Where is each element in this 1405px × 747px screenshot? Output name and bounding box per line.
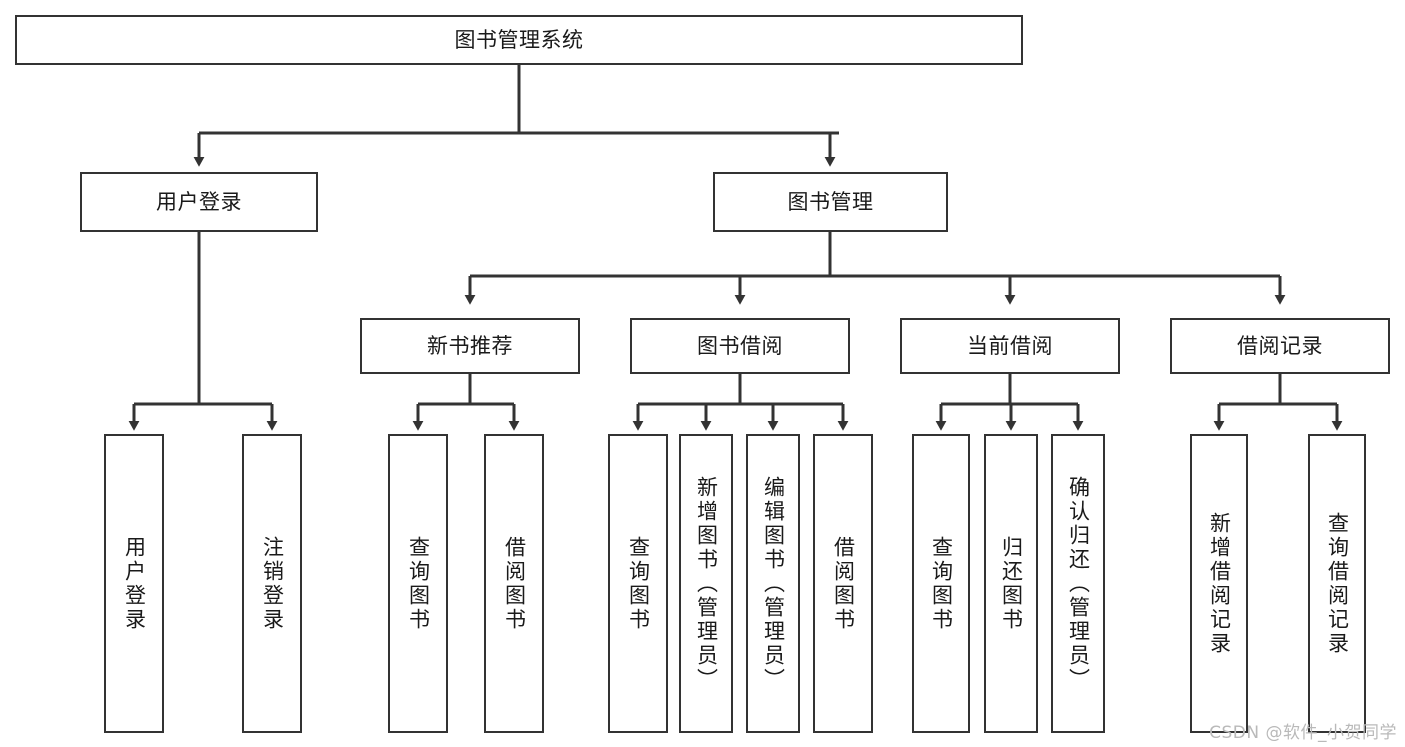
node-user-login[interactable]: 用户登录: [80, 172, 318, 232]
node-user-login-label: 用户登录: [156, 189, 242, 214]
leaf-add-book-admin-label: 新增图书（管理员）: [694, 475, 719, 692]
leaf-add-book-admin[interactable]: 新增图书（管理员）: [679, 434, 733, 733]
leaf-query-borrow-record-label: 查询借阅记录: [1325, 511, 1350, 656]
leaf-user-login[interactable]: 用户登录: [104, 434, 164, 733]
leaf-query-book-rec[interactable]: 查询图书: [388, 434, 448, 733]
leaf-logout-label: 注销登录: [260, 535, 285, 632]
node-new-book-recommend[interactable]: 新书推荐: [360, 318, 580, 374]
leaf-borrow-book-rec-label: 借阅图书: [502, 535, 527, 632]
node-borrow-record-label: 借阅记录: [1237, 333, 1323, 358]
node-borrow-record[interactable]: 借阅记录: [1170, 318, 1390, 374]
leaf-query-book-borrow[interactable]: 查询图书: [608, 434, 668, 733]
node-new-book-recommend-label: 新书推荐: [427, 333, 513, 358]
leaf-borrow-book-label: 借阅图书: [831, 535, 856, 632]
leaf-query-borrow-record[interactable]: 查询借阅记录: [1308, 434, 1366, 733]
watermark-text: CSDN @软件_小贺同学: [1209, 723, 1397, 743]
leaf-query-book-borrow-label: 查询图书: [626, 535, 651, 632]
leaf-confirm-return-admin[interactable]: 确认归还（管理员）: [1051, 434, 1105, 733]
leaf-edit-book-admin[interactable]: 编辑图书（管理员）: [746, 434, 800, 733]
leaf-query-book-rec-label: 查询图书: [406, 535, 431, 632]
node-book-management-label: 图书管理: [787, 189, 874, 214]
leaf-borrow-book[interactable]: 借阅图书: [813, 434, 873, 733]
leaf-confirm-return-admin-label: 确认归还（管理员）: [1066, 475, 1091, 692]
node-root[interactable]: 图书管理系统: [15, 15, 1023, 65]
leaf-query-book-current[interactable]: 查询图书: [912, 434, 970, 733]
leaf-user-login-label: 用户登录: [122, 535, 147, 632]
leaf-borrow-book-rec[interactable]: 借阅图书: [484, 434, 544, 733]
leaf-return-book-label: 归还图书: [999, 535, 1024, 632]
leaf-add-borrow-record[interactable]: 新增借阅记录: [1190, 434, 1248, 733]
leaf-edit-book-admin-label: 编辑图书（管理员）: [761, 475, 786, 692]
node-current-borrow-label: 当前借阅: [967, 333, 1053, 358]
node-root-label: 图书管理系统: [454, 27, 584, 52]
leaf-query-book-current-label: 查询图书: [929, 535, 954, 632]
node-book-management[interactable]: 图书管理: [713, 172, 948, 232]
leaf-logout[interactable]: 注销登录: [242, 434, 302, 733]
node-current-borrow[interactable]: 当前借阅: [900, 318, 1120, 374]
node-book-borrow[interactable]: 图书借阅: [630, 318, 850, 374]
leaf-return-book[interactable]: 归还图书: [984, 434, 1038, 733]
leaf-add-borrow-record-label: 新增借阅记录: [1207, 511, 1232, 656]
node-book-borrow-label: 图书借阅: [697, 333, 783, 358]
